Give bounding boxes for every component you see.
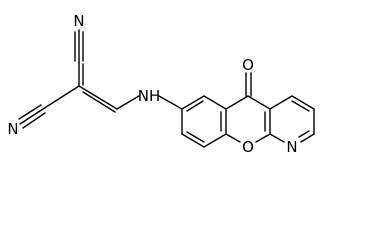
bond-cn-low-2	[18, 104, 42, 120]
bond-a5-a6	[203, 95, 227, 110]
atom-labels: N N NH O O N	[7, 12, 297, 156]
bond-b1-p1	[269, 95, 293, 110]
bond-c2-vinyl	[78, 85, 118, 110]
bond-a3-a4	[203, 133, 227, 148]
bond-a2-a3-inner	[186, 131, 205, 143]
bond-c2-vinyl-double	[82, 91, 116, 113]
bond-p1-p2-inner	[291, 100, 310, 112]
bond-a6-a1	[181, 95, 205, 110]
bond-ringo-a4	[225, 133, 241, 143]
bond-b2-ringo	[255, 133, 271, 143]
bond-p1-p2	[291, 95, 315, 110]
bond-c2-cn-lower	[42, 85, 80, 110]
bond-carbonylc-b1	[247, 95, 271, 110]
bond-p3-pn-inner	[298, 130, 310, 138]
atom-amine-nh: NH	[138, 87, 161, 105]
chemical-structure: N N NH O O N	[7, 12, 315, 156]
atom-ring-o: O	[242, 138, 254, 156]
atom-nitrile-bottom-n: N	[7, 120, 18, 138]
bond-cn-low-1	[19, 108, 44, 125]
bonds	[18, 29, 315, 148]
bond-vinyl-nh	[116, 95, 140, 110]
molecule-canvas: N N NH O O N	[7, 12, 315, 156]
bond-nh-ring	[158, 95, 183, 110]
atom-pyridine-n: N	[286, 138, 297, 156]
bond-p3-pn	[300, 133, 315, 143]
bond-pn-b2	[269, 133, 285, 143]
atom-nitrile-top-n: N	[73, 12, 84, 30]
bond-a6-a1-inner	[186, 100, 204, 112]
bond-a5-carbonylc	[225, 95, 249, 110]
bond-a2-a3	[181, 133, 205, 148]
atom-carbonyl-o: O	[242, 56, 254, 74]
bond-cn-low-3	[22, 112, 46, 129]
